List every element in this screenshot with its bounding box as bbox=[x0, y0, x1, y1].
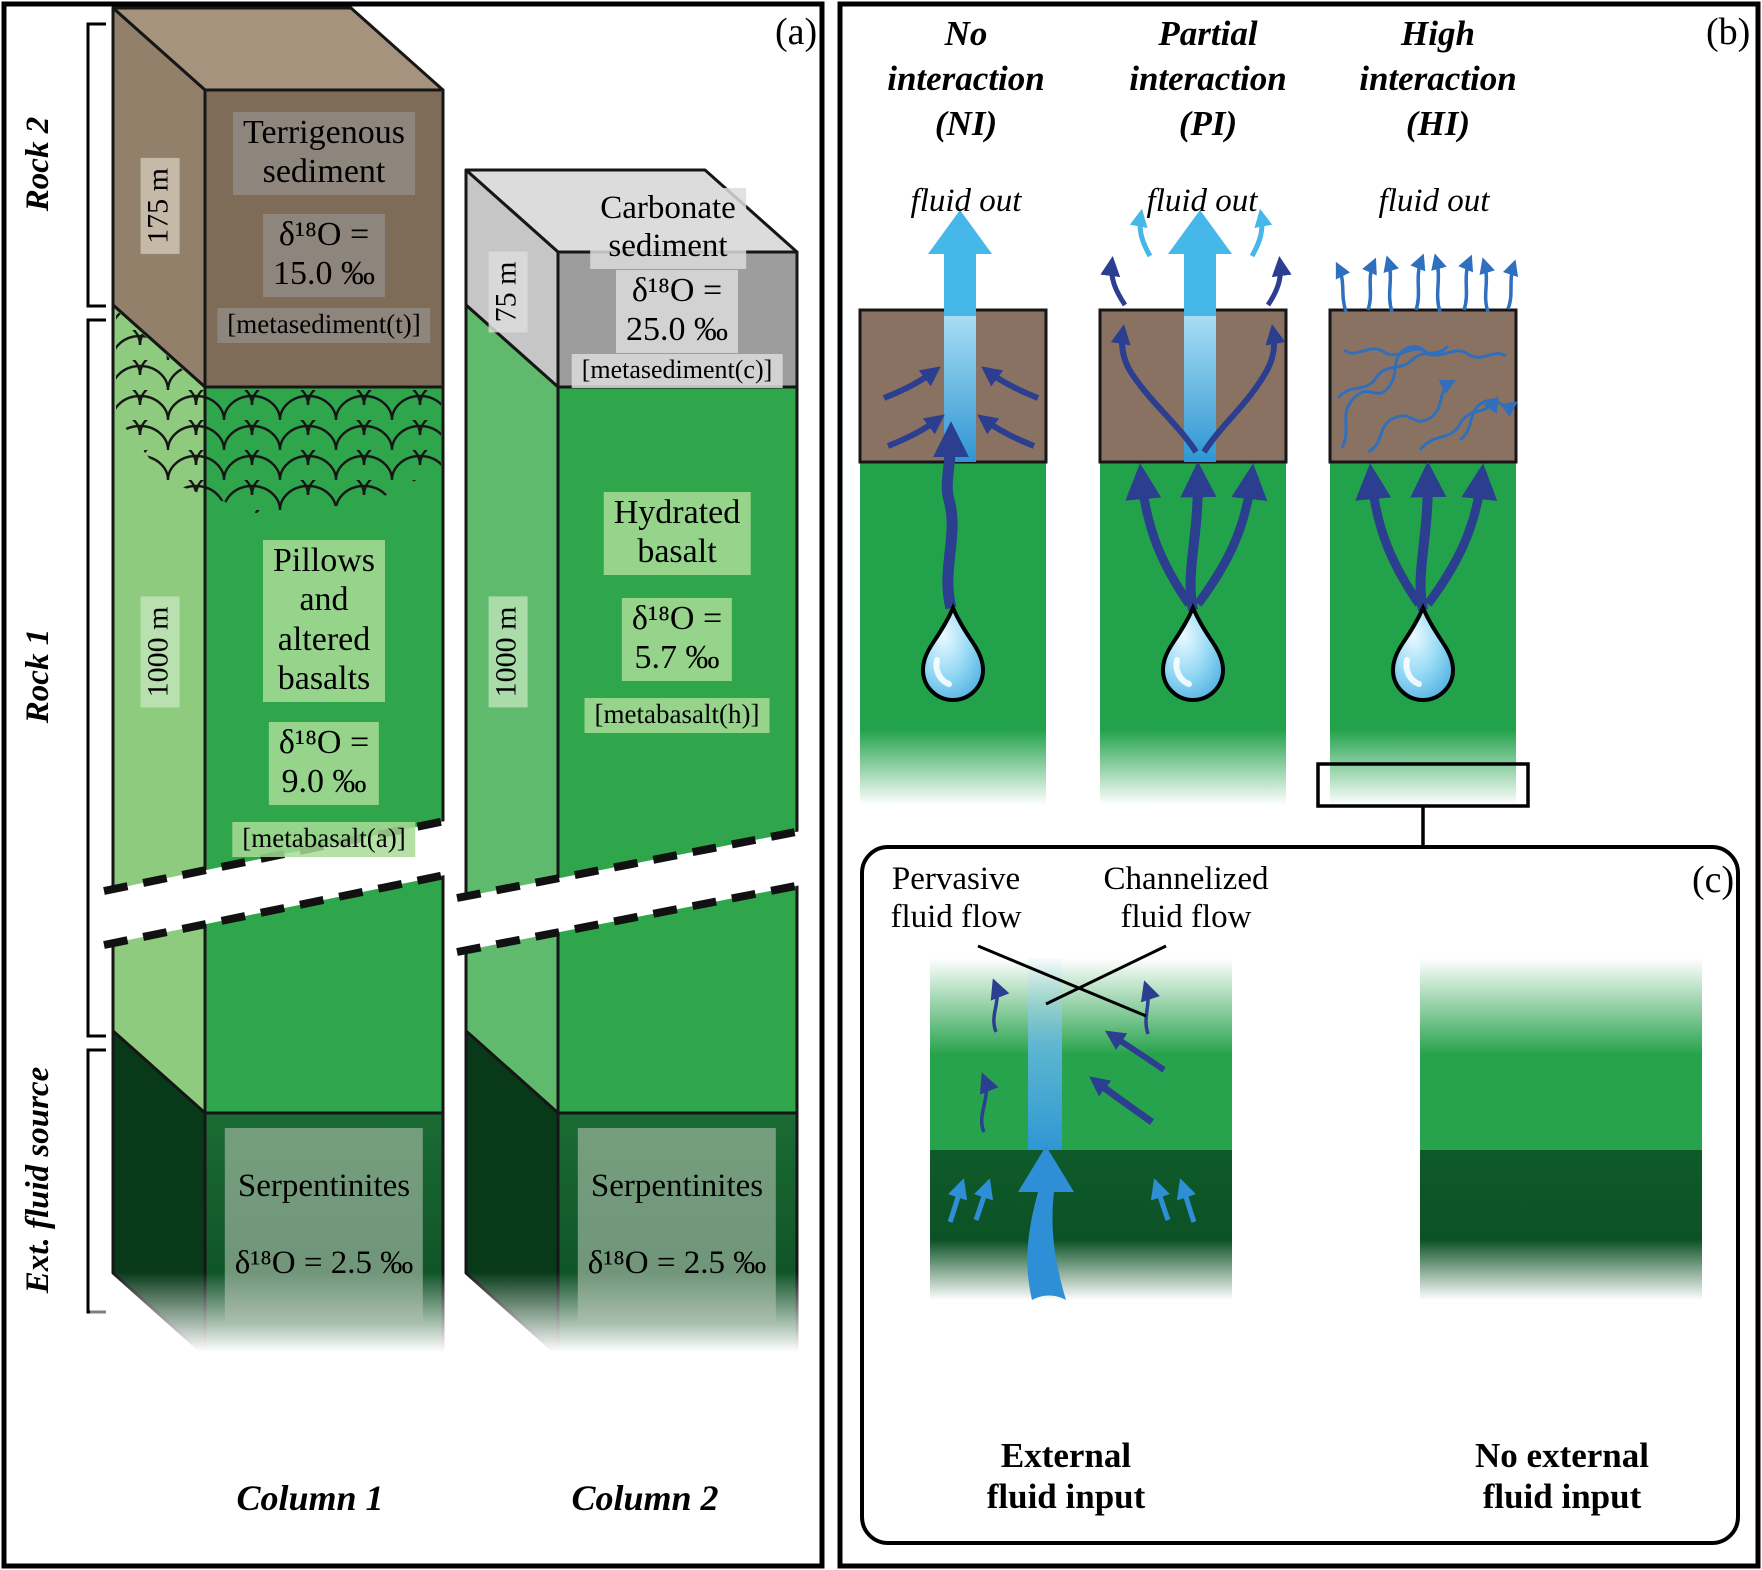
c-pervasive-wavy-arrows bbox=[979, 978, 1160, 1133]
column1-basalt-d18o: δ¹⁸O = 9.0 ‰ bbox=[268, 722, 380, 805]
panel-c-tag: (c) bbox=[1692, 859, 1735, 901]
panel-b-tag: (b) bbox=[1706, 11, 1751, 53]
ext-fluid-source-side-label: Ext. fluid source bbox=[19, 1066, 56, 1294]
column1-basalt-thickness: 1000 m bbox=[140, 596, 180, 708]
scenario-ni-graphic bbox=[858, 210, 1048, 805]
c-right-diagram bbox=[1420, 958, 1702, 1300]
external-fluid-input-caption: External fluid input bbox=[986, 1436, 1146, 1516]
column1-title: Column 1 bbox=[236, 1478, 384, 1518]
pervasive-pointer-line bbox=[977, 944, 1147, 1018]
rock1-side-label: Rock 1 bbox=[19, 628, 56, 724]
pi-branching-arrows bbox=[1125, 461, 1268, 612]
c-right-serpentinite bbox=[1420, 1150, 1702, 1300]
column2-basalt-alias: [metabasalt(h)] bbox=[584, 698, 770, 734]
ni-fluid-out-label: fluid out bbox=[910, 183, 1022, 219]
scenario-hi-title: High interaction (HI) bbox=[1359, 14, 1517, 143]
column2-basalt-d18o: δ¹⁸O = 5.7 ‰ bbox=[621, 598, 733, 681]
rock2-side-label: Rock 2 bbox=[19, 116, 56, 212]
hi-fluid-out-label: fluid out bbox=[1378, 183, 1490, 219]
no-external-fluid-input-caption: No external fluid input bbox=[1475, 1436, 1649, 1516]
column2-sediment-alias: [metasediment(c)] bbox=[571, 354, 783, 389]
column1-sediment-d18o: δ¹⁸O = 15.0 ‰ bbox=[263, 214, 385, 297]
column2-sediment-thickness: 75 m bbox=[488, 251, 528, 333]
scenario-hi-graphic bbox=[1316, 253, 1530, 845]
hi-pervasive-scribbles bbox=[1336, 344, 1518, 454]
c-left-diagram bbox=[930, 958, 1232, 1300]
hi-sediment-block bbox=[1328, 308, 1518, 464]
c-channelized-flow-stripe bbox=[1028, 958, 1062, 1150]
scenario-ni-title: No interaction (NI) bbox=[887, 14, 1045, 143]
hi-fluid-out-arrows bbox=[1335, 253, 1519, 313]
column2-basalt-thickness: 1000 m bbox=[488, 596, 528, 708]
c-bottom-input-arrows bbox=[947, 1178, 1197, 1223]
pi-fluid-out-label: fluid out bbox=[1146, 183, 1258, 219]
pi-fluid-out-arrows bbox=[1129, 208, 1273, 316]
column2-serpentinite-label: Serpentinites δ¹⁸O = 2.5 ‰ bbox=[577, 1128, 777, 1324]
ni-main-uprise-arrow bbox=[932, 421, 969, 610]
column2-break-band bbox=[456, 827, 802, 956]
c-left-serpentinite bbox=[930, 1150, 1232, 1300]
rock2-bracket bbox=[86, 22, 106, 308]
c-pointer-lines bbox=[977, 944, 1167, 1018]
column2-serpentinite-name: Serpentinites bbox=[590, 1168, 764, 1205]
pi-channel bbox=[1184, 310, 1216, 462]
ni-inflow-arrows bbox=[882, 366, 1040, 610]
column1-serpentinite-name: Serpentinites bbox=[237, 1168, 411, 1205]
rock1-bracket bbox=[86, 318, 106, 1038]
column1-basalt-name: Pillows and altered basalts bbox=[262, 540, 386, 702]
scenario-pi-title: Partial interaction (PI) bbox=[1129, 14, 1287, 143]
c-external-input-arrow bbox=[1018, 1146, 1074, 1300]
column2-basalt-name: Hydrated basalt bbox=[603, 492, 751, 575]
column1-serpentinite-d18o: δ¹⁸O = 2.5 ‰ bbox=[234, 1244, 414, 1281]
c-right-basalt-gradient bbox=[1420, 958, 1702, 1150]
hi-branching-arrows bbox=[1355, 461, 1498, 612]
panel-a-tag: (a) bbox=[775, 11, 818, 53]
column1-basalt-alias: [metabasalt(a)] bbox=[232, 822, 416, 858]
column2-sediment-d18o: δ¹⁸O = 25.0 ‰ bbox=[616, 270, 738, 353]
column1-sediment-alias: [metasediment(t)] bbox=[217, 308, 431, 344]
column2-basalt-side-face bbox=[464, 303, 560, 1115]
column1-serpentinite-label: Serpentinites δ¹⁸O = 2.5 ‰ bbox=[224, 1128, 424, 1324]
c-toward-channel-arrows bbox=[1089, 1030, 1166, 1125]
channelized-pointer-line bbox=[1045, 944, 1167, 1006]
scenario-pi-graphic bbox=[1098, 208, 1292, 805]
column2-sediment-name: Carbonate sediment bbox=[590, 188, 746, 269]
column1-sediment-name: Terrigenous sediment bbox=[233, 112, 415, 195]
channelized-flow-label: Channelized fluid flow bbox=[1103, 861, 1269, 936]
pi-escaping-arrows bbox=[1100, 256, 1292, 454]
ni-fluid-out-arrow bbox=[928, 210, 992, 316]
column1-sediment-thickness: 175 m bbox=[140, 158, 180, 254]
pervasive-flow-label: Pervasive fluid flow bbox=[890, 861, 1022, 936]
column2-title: Column 2 bbox=[571, 1478, 719, 1518]
column1-pillow-texture bbox=[116, 310, 441, 513]
column2-serpentinite-d18o: δ¹⁸O = 2.5 ‰ bbox=[587, 1244, 767, 1281]
